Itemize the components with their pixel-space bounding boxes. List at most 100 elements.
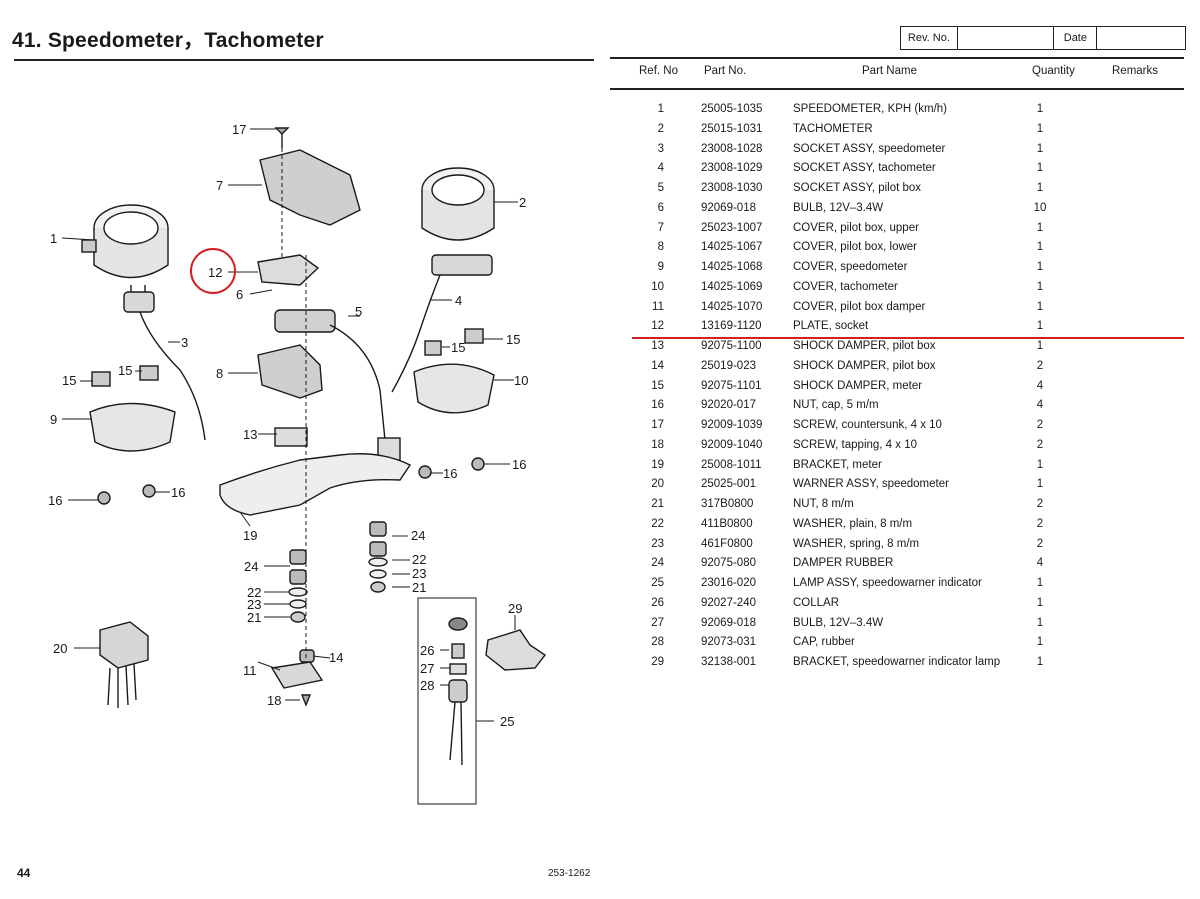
part-name-cell: COVER, pilot box, lower bbox=[793, 241, 917, 254]
tachometer-cover-drawing bbox=[413, 363, 495, 414]
warner-assy-drawing bbox=[99, 621, 149, 708]
part-name-cell: LAMP ASSY, speedowarner indicator bbox=[793, 577, 982, 589]
callout-22-a: 22 bbox=[247, 585, 261, 600]
part-name-cell: NUT, 8 m/m bbox=[793, 498, 854, 510]
part-no-cell: 92020-017 bbox=[701, 399, 756, 412]
ref-cell: 9 bbox=[657, 261, 664, 273]
quantity-cell: 1 bbox=[1036, 182, 1044, 194]
callout-23-b: 23 bbox=[412, 566, 426, 581]
callout-2: 2 bbox=[519, 195, 526, 210]
part-no-cell: 92073-031 bbox=[701, 636, 756, 649]
part-name-cell: SPEEDOMETER, KPH (km/h) bbox=[793, 103, 947, 115]
damper-stack-right-drawing bbox=[368, 521, 388, 593]
table-header-rule bbox=[610, 88, 1184, 90]
ref-cell: 27 bbox=[651, 616, 664, 629]
leader-lines bbox=[61, 128, 518, 722]
part-name-cell: NUT, cap, 5 m/m bbox=[793, 399, 879, 412]
callout-10: 10 bbox=[514, 373, 528, 388]
quantity-cell: 1 bbox=[1036, 162, 1044, 175]
quantity-cell: 4 bbox=[1036, 399, 1044, 412]
part-no-cell: 25025-001 bbox=[701, 478, 756, 491]
part-no-cell: 25008-1011 bbox=[701, 458, 762, 471]
part-no-cell: 92009-1039 bbox=[701, 419, 763, 431]
callout-26: 26 bbox=[420, 643, 434, 658]
title-rule bbox=[14, 59, 594, 61]
quantity-cell: 1 bbox=[1036, 280, 1044, 293]
ref-cell: 10 bbox=[651, 280, 664, 293]
part-no-cell: 461F0800 bbox=[701, 537, 753, 550]
damper-stack-left-drawing bbox=[288, 549, 308, 623]
callout-4: 4 bbox=[455, 293, 462, 308]
callout-16-b: 16 bbox=[171, 485, 185, 500]
callout-22-b: 22 bbox=[412, 552, 426, 567]
ref-cell: 21 bbox=[651, 498, 664, 510]
ref-cell: 11 bbox=[652, 300, 664, 313]
part-no-cell: 92009-1040 bbox=[701, 438, 763, 451]
callout-17: 17 bbox=[232, 122, 246, 137]
damper-15-right-a-drawing bbox=[424, 340, 442, 356]
quantity-cell: 1 bbox=[1036, 142, 1044, 155]
quantity-cell: 1 bbox=[1036, 636, 1044, 649]
quantity-cell: 4 bbox=[1036, 557, 1044, 570]
speedometer-drawing bbox=[81, 204, 206, 441]
callout-24-b: 24 bbox=[411, 528, 425, 543]
ref-cell: 18 bbox=[651, 438, 664, 451]
ref-cell: 5 bbox=[657, 182, 664, 194]
lamp-assy-drawing bbox=[448, 617, 468, 766]
date-value-cell bbox=[1097, 27, 1185, 49]
damper-13-drawing bbox=[274, 427, 308, 447]
pilot-cover-upper-drawing bbox=[259, 149, 361, 226]
callout-16-c: 16 bbox=[443, 466, 457, 481]
quantity-cell: 2 bbox=[1036, 438, 1044, 451]
part-no-cell: 14025-1069 bbox=[701, 280, 763, 293]
part-no-cell: 92069-018 bbox=[701, 616, 756, 629]
exploded-parts-diagram: 1 2 3 4 5 6 7 8 9 10 11 12 13 14 15 15 1… bbox=[48, 122, 547, 805]
part-no-cell: 92075-1101 bbox=[701, 379, 762, 392]
header-part-name: Part Name bbox=[862, 65, 917, 77]
ref-cell: 17 bbox=[651, 419, 664, 431]
callout-13: 13 bbox=[243, 427, 257, 442]
part-no-cell: 32138-001 bbox=[701, 656, 756, 668]
callout-24-a: 24 bbox=[244, 559, 258, 574]
callout-20: 20 bbox=[53, 641, 67, 656]
part-name-cell: SOCKET ASSY, tachometer bbox=[793, 162, 936, 175]
part-no-cell: 317B0800 bbox=[701, 498, 754, 510]
part-name-cell: SOCKET ASSY, pilot box bbox=[793, 182, 922, 194]
ref-cell: 3 bbox=[657, 142, 664, 155]
part-no-cell: 13169-1120 bbox=[701, 320, 762, 333]
quantity-cell: 1 bbox=[1036, 478, 1044, 491]
socket-plate-drawing bbox=[257, 254, 320, 286]
quantity-cell: 2 bbox=[1036, 419, 1044, 431]
damper-15-left-drawing bbox=[91, 371, 111, 387]
header-quantity: Quantity bbox=[1032, 65, 1075, 77]
part-name-cell: BRACKET, meter bbox=[793, 458, 882, 471]
quantity-cell: 2 bbox=[1036, 537, 1044, 550]
callout-14: 14 bbox=[329, 650, 343, 665]
rev-label: Rev. No. bbox=[901, 27, 958, 49]
ref-cell: 16 bbox=[651, 399, 664, 412]
ref-cell: 22 bbox=[651, 517, 664, 530]
header-ref: Ref. No bbox=[639, 65, 678, 77]
ref-cell: 4 bbox=[657, 162, 664, 175]
part-name-cell: SHOCK DAMPER, pilot box bbox=[793, 340, 936, 352]
ref-cell: 13 bbox=[651, 340, 664, 352]
callout-15-a: 15 bbox=[62, 373, 76, 388]
callout-6: 6 bbox=[236, 287, 243, 302]
quantity-cell: 2 bbox=[1036, 359, 1044, 372]
callout-19: 19 bbox=[243, 528, 257, 543]
callout-23-a: 23 bbox=[247, 597, 261, 612]
ref-cell: 24 bbox=[651, 557, 664, 570]
